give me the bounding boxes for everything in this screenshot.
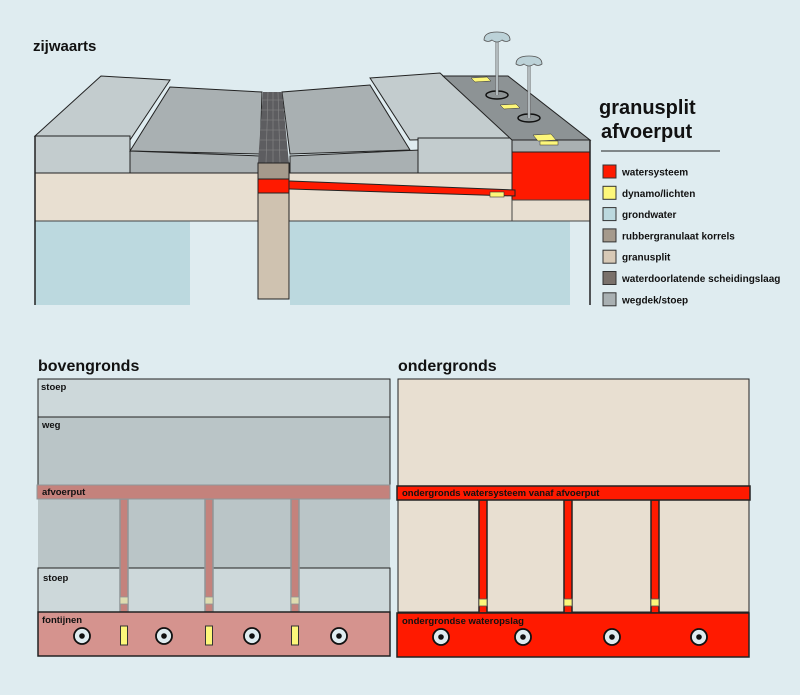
legend-label: rubbergranulaat korrels [622, 231, 735, 242]
legend-swatch [602, 185, 617, 200]
side-view-title: zijwaarts [33, 38, 96, 55]
left-sidewalk-front [34, 135, 131, 174]
legend-item: dynamo/lichten [602, 185, 695, 200]
outlet-icon-center [520, 634, 526, 640]
above-ground-panel: bovengronds stoep weg afvoerput stoep fo… [36, 358, 391, 657]
legend-item: rubbergranulaat korrels [602, 228, 735, 243]
outlet-icon-center [438, 634, 444, 640]
water-pipe [650, 499, 660, 614]
drain-strip [36, 484, 391, 500]
drain-area [38, 498, 390, 568]
granusplit-drain-base [511, 199, 591, 222]
fountain [515, 55, 543, 123]
light-icon [120, 625, 128, 646]
legend-label: watersysteem [621, 168, 688, 179]
pipe-light [290, 596, 300, 605]
right-road-top [281, 84, 411, 155]
outlet-icon-center [696, 634, 702, 640]
fountain-icon-center [79, 633, 85, 639]
fountain-icon-center [336, 633, 342, 639]
drain-column [257, 192, 290, 300]
label-fountains: fontijnen [42, 615, 82, 626]
light-panel [470, 76, 492, 83]
groundwater-layer [35, 221, 190, 305]
light-panel [539, 140, 559, 146]
granusplit-drain-water [511, 151, 591, 201]
pipe-light [489, 191, 505, 198]
fountain [483, 31, 511, 100]
label-water-storage: ondergrondse wateropslag [402, 616, 524, 627]
legend-swatch [602, 249, 617, 264]
above-ground-title: bovengronds [38, 358, 139, 375]
above-fountains [73, 625, 348, 646]
rubber-granulate [257, 162, 290, 180]
sidewalk-bottom-layer [37, 567, 391, 613]
legend-item: waterdoorlatende scheidingslaag [602, 271, 780, 285]
label-sidewalk-top: stoep [41, 382, 67, 393]
outlet-icon-center [609, 634, 615, 640]
legend-swatch [602, 164, 617, 179]
label-drain: afvoerput [42, 487, 86, 498]
legend: watersysteem dynamo/lichten grondwater rubb… [602, 164, 780, 307]
under-fountains [432, 628, 708, 646]
legend-item: granusplit [602, 249, 671, 264]
water-pipe [563, 499, 573, 614]
legend-label: dynamo/lichten [622, 189, 695, 200]
water-pipe [478, 499, 488, 614]
legend-label: waterdoorlatende scheidingslaag [621, 274, 780, 285]
groundwater-layer [290, 221, 570, 305]
sidewalk-top-layer [37, 378, 391, 418]
drain-pipe [290, 498, 300, 613]
pipe-light [563, 598, 573, 607]
underground-water-system [396, 485, 751, 501]
column-water [257, 178, 290, 194]
legend-swatch [602, 228, 617, 243]
drain-pipe [204, 498, 214, 613]
label-sidewalk-bottom: stoep [43, 573, 69, 584]
label-water-system: ondergronds watersysteem vanaf afvoerput [402, 488, 600, 499]
light-icon [291, 625, 299, 646]
legend-swatch [602, 292, 617, 307]
drain-grate-lines [259, 91, 288, 164]
legend-item: watersysteem [602, 164, 688, 179]
pipe-light [650, 598, 660, 607]
legend-swatch [602, 271, 617, 285]
drain-pipe [119, 498, 129, 613]
fountain-icon-center [249, 633, 255, 639]
left-road-front [129, 150, 261, 174]
label-road: weg [41, 420, 61, 431]
legend-label: granusplit [622, 253, 671, 264]
underground-title: ondergronds [398, 358, 497, 375]
pipe-light [478, 598, 488, 607]
legend-label: grondwater [622, 210, 677, 221]
side-view: zijwaarts granusplit afvoerput [33, 31, 720, 305]
heading-afvoerput: afvoerput [601, 121, 692, 143]
heading-granusplit: granusplit [599, 97, 696, 119]
legend-label: wegdek/stoep [621, 295, 688, 306]
legend-item: wegdek/stoep [602, 292, 688, 307]
legend-swatch [602, 207, 617, 222]
fountain-icon-center [161, 633, 167, 639]
light-panel [532, 133, 557, 142]
underground-panel: ondergronds ondergronds watersysteem van… [396, 358, 751, 658]
right-sidewalk-front [417, 137, 513, 174]
light-icon [205, 625, 213, 646]
pipe-light [204, 596, 214, 605]
legend-item: grondwater [602, 207, 677, 222]
left-road-top [129, 86, 263, 155]
pipe-light [119, 596, 129, 605]
light-panel [499, 103, 521, 110]
road-layer [37, 416, 391, 486]
